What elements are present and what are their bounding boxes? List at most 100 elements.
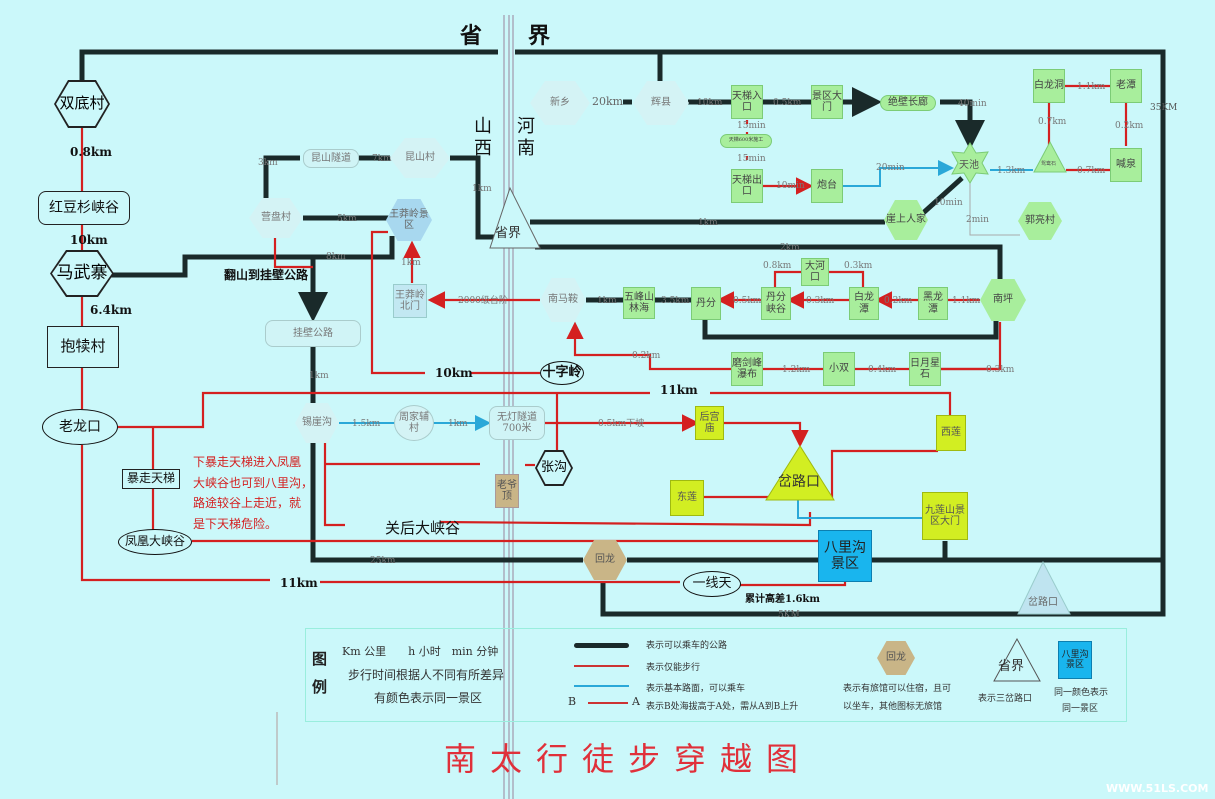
watermark: WWW.51LS.COM (1106, 782, 1209, 795)
node-hougong[interactable]: 后宫庙 (695, 406, 724, 440)
node-shiziling[interactable]: 十字岭 (540, 361, 584, 385)
svg-text:0.4km: 0.4km (868, 365, 897, 375)
node-dahekou[interactable]: 大河口 (801, 258, 829, 286)
node-yixiantian[interactable]: 一线天 (683, 571, 741, 597)
node-tianti-mid[interactable]: 天梯600米施工 (720, 134, 772, 148)
legend-triangle-icon (993, 637, 1041, 682)
node-danfen-gorge[interactable]: 丹分峡谷 (761, 287, 791, 320)
node-danfen[interactable]: 丹分 (691, 287, 721, 320)
svg-text:0.7km: 0.7km (1038, 117, 1067, 127)
svg-text:1.5km: 1.5km (352, 419, 381, 429)
node-xiaoshuang[interactable]: 小双 (823, 352, 855, 386)
node-guoliang[interactable]: 郭亮村 (1018, 202, 1062, 240)
node-laolongkou[interactable]: 老龙口 (42, 409, 118, 445)
legend-a: A (632, 695, 640, 708)
svg-text:35KM: 35KM (1150, 103, 1177, 113)
svg-text:15min: 15min (737, 121, 766, 131)
node-shengjie-label: 省界 (495, 226, 522, 241)
basic-road-lines (339, 160, 1033, 519)
node-baodu[interactable]: 抱犊村 (47, 326, 119, 368)
svg-text:1km: 1km (698, 218, 718, 228)
node-heilongtan[interactable]: 黑龙潭 (918, 287, 948, 320)
legend: 图例 Km 公里 h 小时 min 分钟 步行时间根据人不同有所差异 有颜色表示… (305, 628, 1127, 722)
svg-text:0.3km: 0.3km (806, 296, 835, 306)
svg-text:1km: 1km (472, 184, 492, 194)
svg-text:1.1km: 1.1km (1077, 82, 1106, 92)
map-title: 南太行徒步穿越图 (444, 740, 813, 778)
svg-text:20min: 20min (876, 163, 905, 173)
node-kunshan-village[interactable]: 昆山村 (390, 138, 450, 178)
node-xinxiang[interactable]: 新乡 (530, 81, 590, 125)
tianchi-star[interactable] (951, 142, 989, 184)
legend-hotel1: 表示有旅馆可以住宿，且可 (843, 684, 952, 694)
node-nanping[interactable]: 南坪 (980, 279, 1026, 321)
node-guabi[interactable]: 挂壁公路 (265, 320, 361, 347)
svg-text:2km: 2km (780, 243, 800, 253)
node-hanquan[interactable]: 喊泉 (1110, 148, 1142, 182)
svg-text:0.3km: 0.3km (844, 261, 873, 271)
node-fenghuang[interactable]: 凤凰大峡谷 (118, 529, 192, 555)
distance-label-20km: 20km (592, 95, 624, 108)
node-jingqu-gate[interactable]: 景区大门 (811, 85, 843, 119)
node-baligou[interactable]: 八里沟景区 (818, 530, 872, 582)
legend-basic: 表示基本路面，可以乘车 (646, 684, 746, 694)
node-yingpan[interactable]: 营盘村 (249, 198, 303, 238)
node-tianchi-label: 天池 (959, 160, 979, 171)
legend-b: B (568, 695, 577, 708)
node-baozou[interactable]: 暴走天梯 (122, 469, 180, 489)
node-hongdoushan[interactable]: 红豆杉峡谷 (38, 191, 130, 225)
node-kunshan-tunnel[interactable]: 昆山隧道 (303, 149, 359, 168)
svg-text:0.2km: 0.2km (884, 296, 913, 306)
node-xilian[interactable]: 西莲 (936, 415, 966, 451)
node-laotan[interactable]: 老潭 (1110, 69, 1142, 103)
svg-text:3.5km: 3.5km (661, 296, 690, 306)
legend-road: 表示可以乘车的公路 (646, 641, 728, 651)
border-label-left: 省 (460, 23, 483, 49)
node-wangmang-north[interactable]: 王莽岭北门 (393, 284, 427, 318)
chalukou2-triangle (1017, 560, 1071, 615)
node-tianti-out[interactable]: 天梯出口 (731, 169, 763, 203)
svg-text:0.2km: 0.2km (1115, 121, 1144, 131)
svg-text:0.7km: 0.7km (1077, 166, 1106, 176)
svg-text:关后大峡谷: 关后大峡谷 (385, 519, 460, 537)
walk-lines (80, 84, 1128, 587)
node-wudeng[interactable]: 无灯隧道700米 (489, 406, 545, 440)
svg-text:2000级台阶: 2000级台阶 (458, 294, 508, 306)
node-bailongdong[interactable]: 白龙洞 (1033, 69, 1065, 103)
province-henan: 河南 (517, 116, 535, 159)
node-laoye[interactable]: 老爷顶 (495, 474, 519, 508)
svg-text:0.5km下坡: 0.5km下坡 (598, 417, 644, 429)
legend-note2: 有颜色表示同一景区 (374, 691, 483, 705)
node-riyue[interactable]: 日月星石 (909, 352, 941, 386)
legend-same-icon: 八里沟景区 (1058, 641, 1092, 679)
node-paotai[interactable]: 炮台 (811, 169, 843, 203)
chalukou-triangle[interactable] (765, 445, 835, 501)
legend-hotel2: 以坐车，其他图标无旅馆 (843, 702, 943, 712)
node-tianti-in[interactable]: 天梯入口 (731, 85, 763, 119)
svg-text:1.2km: 1.2km (782, 365, 811, 375)
legend-arrow: 表示B处海拔高于A处，需从A到B上升 (646, 702, 799, 712)
legend-walk: 表示仅能步行 (646, 663, 701, 673)
svg-text:0.5km: 0.5km (733, 296, 762, 306)
legend-hotel-icon: 回龙 (877, 641, 915, 675)
node-wufeng[interactable]: 五峰山林海 (623, 287, 655, 319)
node-juebi[interactable]: 绝壁长廊 (880, 95, 936, 111)
node-bailongtan[interactable]: 白龙潭 (849, 287, 879, 320)
node-nanmaan[interactable]: 南马鞍 (540, 278, 586, 322)
svg-text:3km: 3km (258, 158, 278, 168)
node-mojian[interactable]: 磨剑峰瀑布 (731, 352, 763, 386)
svg-text:15min: 15min (737, 154, 766, 164)
legend-same1: 同一颜色表示 (1054, 688, 1109, 698)
svg-text:1km: 1km (597, 296, 617, 306)
node-donglian[interactable]: 东莲 (670, 480, 704, 516)
svg-text:1.3km: 1.3km (997, 166, 1026, 176)
svg-text:0.5km: 0.5km (773, 98, 802, 108)
svg-text:11km: 11km (660, 383, 698, 397)
svg-text:翻山到挂壁公路: 翻山到挂壁公路 (224, 267, 309, 282)
node-zhoujia[interactable]: 周家辅村 (394, 405, 434, 441)
node-jiulian[interactable]: 九莲山景区大门 (922, 492, 968, 540)
node-mawuzhai[interactable]: 马武寨 (50, 250, 114, 297)
node-xiya[interactable]: 锡崖沟 (295, 403, 339, 443)
svg-text:1.1km: 1.1km (952, 296, 981, 306)
